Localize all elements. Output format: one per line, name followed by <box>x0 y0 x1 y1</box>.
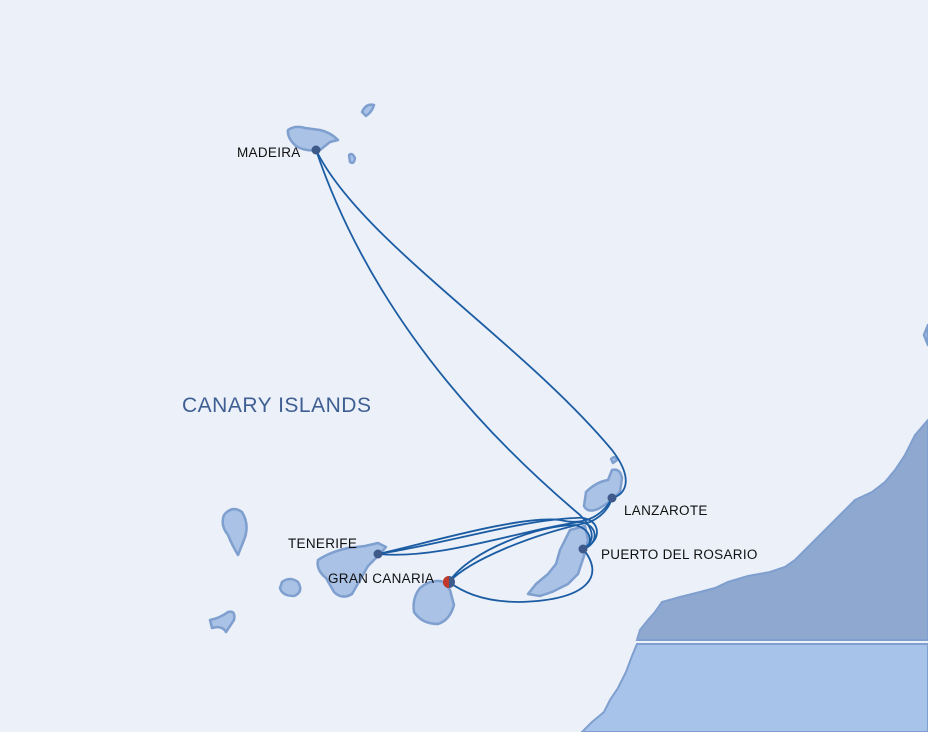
island-fuerteventura <box>526 524 590 598</box>
mainland-morocco <box>635 418 928 641</box>
port-marker-puerto-del-rosario[interactable] <box>578 544 588 554</box>
route-grancanaria-rosario <box>448 524 591 583</box>
port-label-lanzarote: LANZAROTE <box>624 503 708 518</box>
island-lanzarote <box>582 468 624 512</box>
port-label-gran-canaria: GRAN CANARIA <box>328 571 435 586</box>
island-el-hierro <box>208 610 236 634</box>
region-label: CANARY ISLANDS <box>182 394 372 417</box>
port-marker-madeira[interactable] <box>311 145 321 155</box>
port-marker-lanzarote[interactable] <box>607 493 617 503</box>
route-madeira-fuerteventura <box>315 149 593 550</box>
island-tenerife <box>316 541 388 598</box>
island-la-graciosa <box>609 456 619 465</box>
coast-islet <box>922 323 928 347</box>
routes <box>315 149 627 603</box>
port-marker-gran-canaria-start[interactable] <box>443 576 455 588</box>
island-la-gomera <box>278 577 302 598</box>
port-label-tenerife: TENERIFE <box>288 536 358 551</box>
island-la-palma <box>221 507 248 557</box>
island-desertas <box>347 152 357 165</box>
port-marker-tenerife[interactable] <box>373 549 383 559</box>
route-rosario-grancanaria <box>448 548 594 603</box>
route-grancanaria-lanzarote <box>448 497 613 583</box>
route-madeira-lanzarote <box>315 149 627 499</box>
mainland-western-sahara <box>580 643 928 732</box>
route-lanzarote-fuerteventura <box>377 497 613 555</box>
island-porto-santo <box>360 103 376 118</box>
island-madeira <box>286 125 340 152</box>
route-rosario-tenerife <box>377 517 598 555</box>
island-gran-canaria <box>412 579 456 626</box>
port-label-madeira: MADEIRA <box>237 145 301 160</box>
port-label-puerto-del-rosario: PUERTO DEL ROSARIO <box>601 547 758 562</box>
